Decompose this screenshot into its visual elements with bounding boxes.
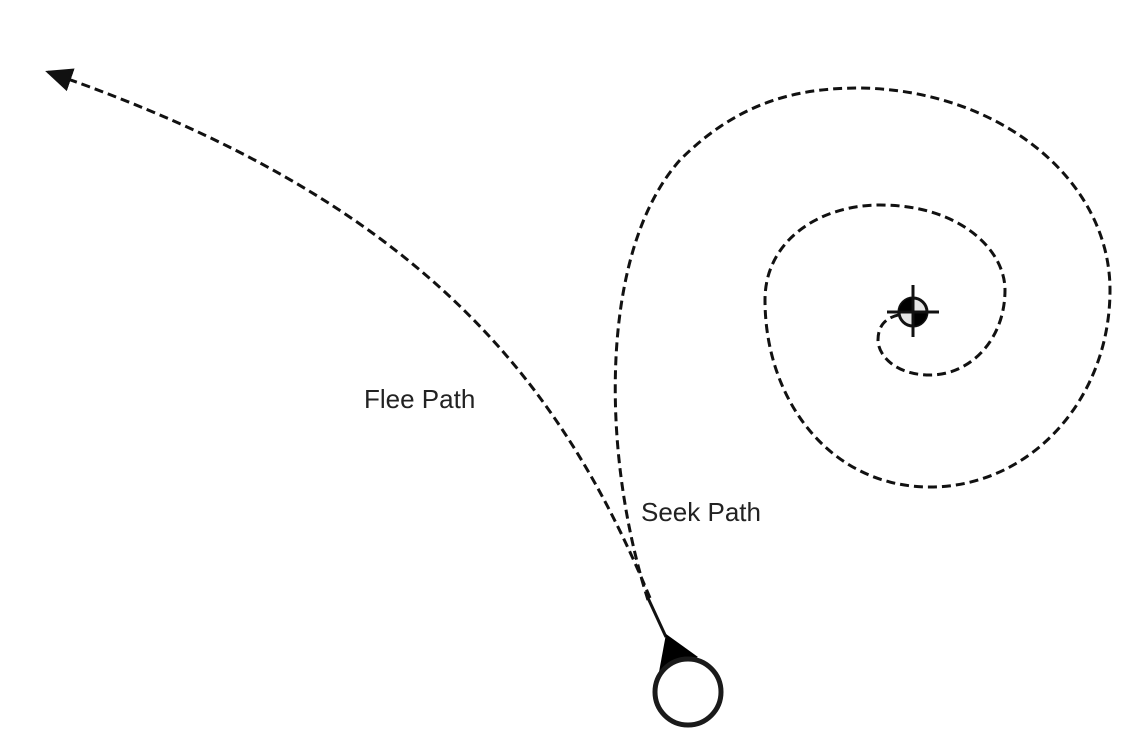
target-crosshair-icon [887,285,939,337]
seek-path-label: Seek Path [641,497,761,527]
flee-path [45,68,652,599]
agent-circle-icon [646,597,724,728]
flee-path-label: Flee Path [364,384,476,414]
seek-path [613,86,1112,601]
